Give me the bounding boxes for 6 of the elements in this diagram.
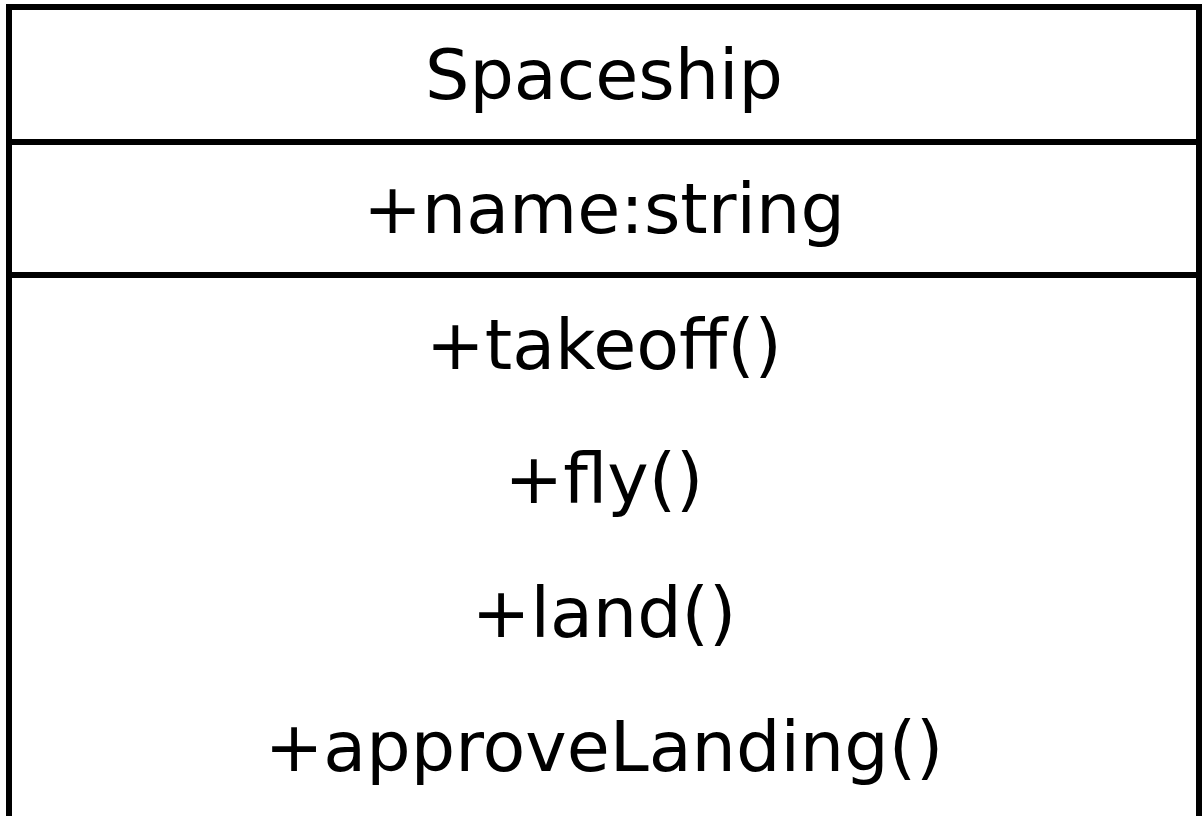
method-text: +fly() (504, 437, 704, 522)
method-text: +takeoff() (426, 303, 782, 388)
method-text: +approveLanding() (264, 705, 944, 790)
attribute-text: +name:string (363, 166, 845, 252)
class-name: Spaceship (424, 32, 783, 118)
method-text: +land() (471, 571, 737, 656)
